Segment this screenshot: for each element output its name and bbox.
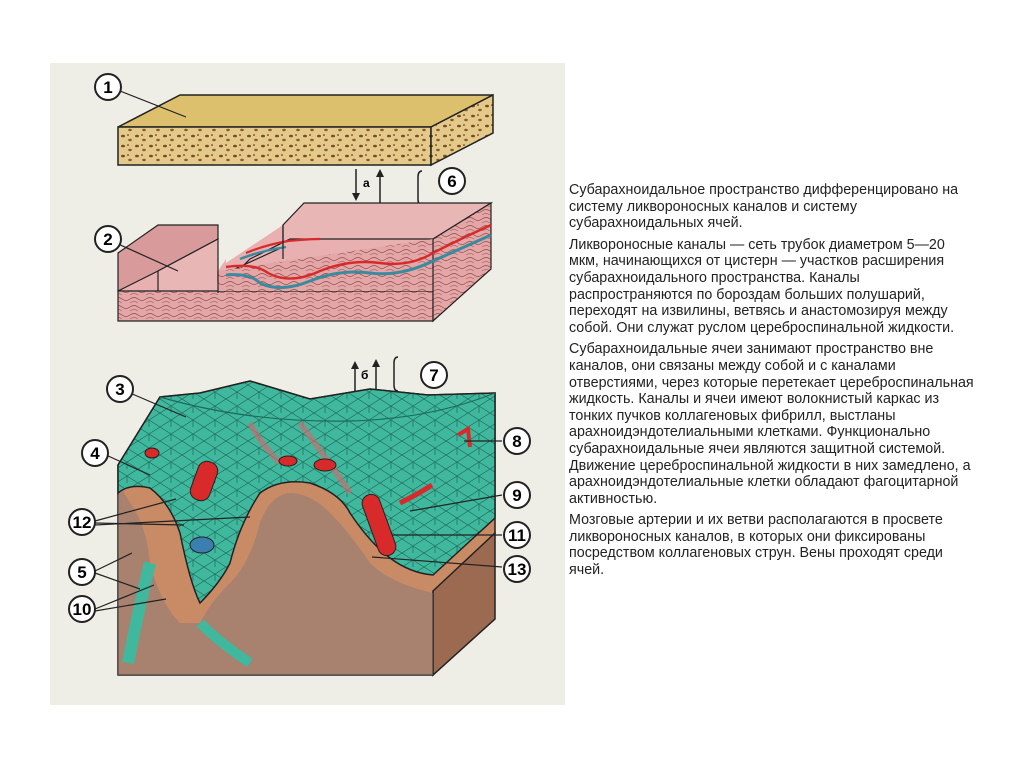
svg-text:6: 6: [447, 172, 456, 191]
callout-6: 6: [438, 167, 466, 195]
callout-2: 2: [94, 225, 122, 253]
svg-text:9: 9: [512, 486, 521, 505]
svg-text:4: 4: [90, 444, 100, 463]
svg-text:7: 7: [429, 366, 438, 385]
callout-8: 8: [503, 427, 531, 455]
callout-9: 9: [503, 481, 531, 509]
bracket-7: [393, 356, 399, 392]
description-text: Субарахноидальное пространство дифференц…: [569, 182, 977, 584]
svg-text:3: 3: [115, 380, 124, 399]
callout-11: 11: [503, 521, 531, 549]
arrow-b: б: [351, 359, 380, 393]
arrow-a: а: [352, 169, 384, 203]
svg-text:12: 12: [73, 513, 92, 532]
callout-1: 1: [94, 73, 122, 101]
paragraph-channels: Ликвороносные каналы — сеть трубок диаме…: [569, 236, 955, 336]
callout-13: 13: [503, 555, 531, 583]
bone-layer: [117, 93, 494, 167]
subarachnoid-block: [117, 380, 496, 677]
callout-7: 7: [420, 361, 448, 389]
paragraph-cells: Субарахноидальные ячеи занимают простран…: [569, 341, 974, 507]
vessels: [144, 425, 472, 557]
paragraph-channels-intro: Субарахноидальное пространство дифференц…: [569, 182, 959, 232]
svg-text:2: 2: [103, 230, 112, 249]
callouts: 1 2 3 4 5 6 7 8: [68, 73, 531, 623]
svg-text:10: 10: [73, 600, 92, 619]
arachnoid-layer: [117, 201, 494, 323]
svg-text:5: 5: [77, 563, 86, 582]
svg-text:8: 8: [512, 432, 521, 451]
label-a: а: [363, 176, 370, 190]
callout-5: 5: [68, 558, 96, 586]
leader-lines: [94, 90, 503, 612]
paragraph-arteries: Мозговые артерии и их ветви располагаютс…: [569, 512, 943, 579]
svg-text:13: 13: [508, 560, 527, 579]
callout-4: 4: [81, 439, 109, 467]
svg-text:1: 1: [103, 78, 112, 97]
callout-3: 3: [106, 375, 134, 403]
label-b: б: [361, 368, 368, 382]
callout-12: 12: [68, 508, 96, 536]
svg-text:11: 11: [508, 526, 526, 545]
callout-10: 10: [68, 595, 96, 623]
meninges-diagram: а б: [50, 63, 565, 705]
